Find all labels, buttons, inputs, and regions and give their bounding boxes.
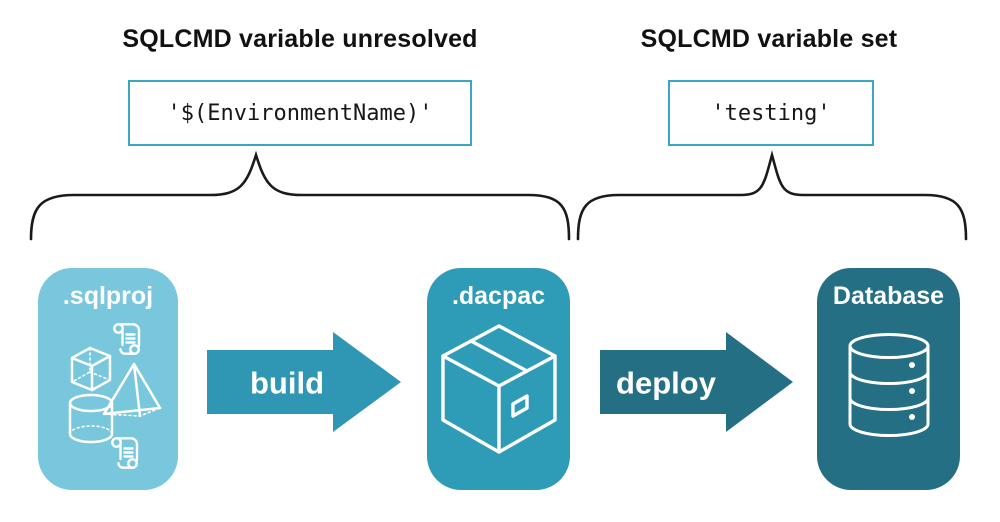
build-arrow-label: build xyxy=(250,366,324,401)
deploy-arrow: deploy xyxy=(600,332,793,432)
database-icon xyxy=(848,333,930,437)
node-dacpac: .dacpac xyxy=(427,268,570,490)
unresolved-variable-codebox: '$(EnvironmentName)' xyxy=(128,80,472,146)
node-sqlproj-label: .sqlproj xyxy=(62,282,154,310)
right-brace-path xyxy=(576,150,968,241)
right-brace xyxy=(576,150,968,241)
node-database-label: Database xyxy=(832,282,945,310)
node-sqlproj: .sqlproj xyxy=(38,268,178,490)
deploy-arrow-label: deploy xyxy=(616,366,717,401)
left-brace xyxy=(29,150,571,241)
build-arrow: build xyxy=(207,332,401,432)
left-heading: SQLCMD variable unresolved xyxy=(122,25,478,53)
left-brace-path xyxy=(29,150,571,241)
node-dacpac-label: .dacpac xyxy=(451,282,546,310)
deploy-arrow-shape xyxy=(600,332,793,432)
build-arrow-shape xyxy=(207,332,401,432)
sql-objects-icon xyxy=(68,323,162,469)
right-heading: SQLCMD variable set xyxy=(640,25,898,53)
package-icon xyxy=(441,324,557,454)
resolved-variable-codebox: 'testing' xyxy=(668,80,874,146)
node-database: Database xyxy=(817,268,960,490)
